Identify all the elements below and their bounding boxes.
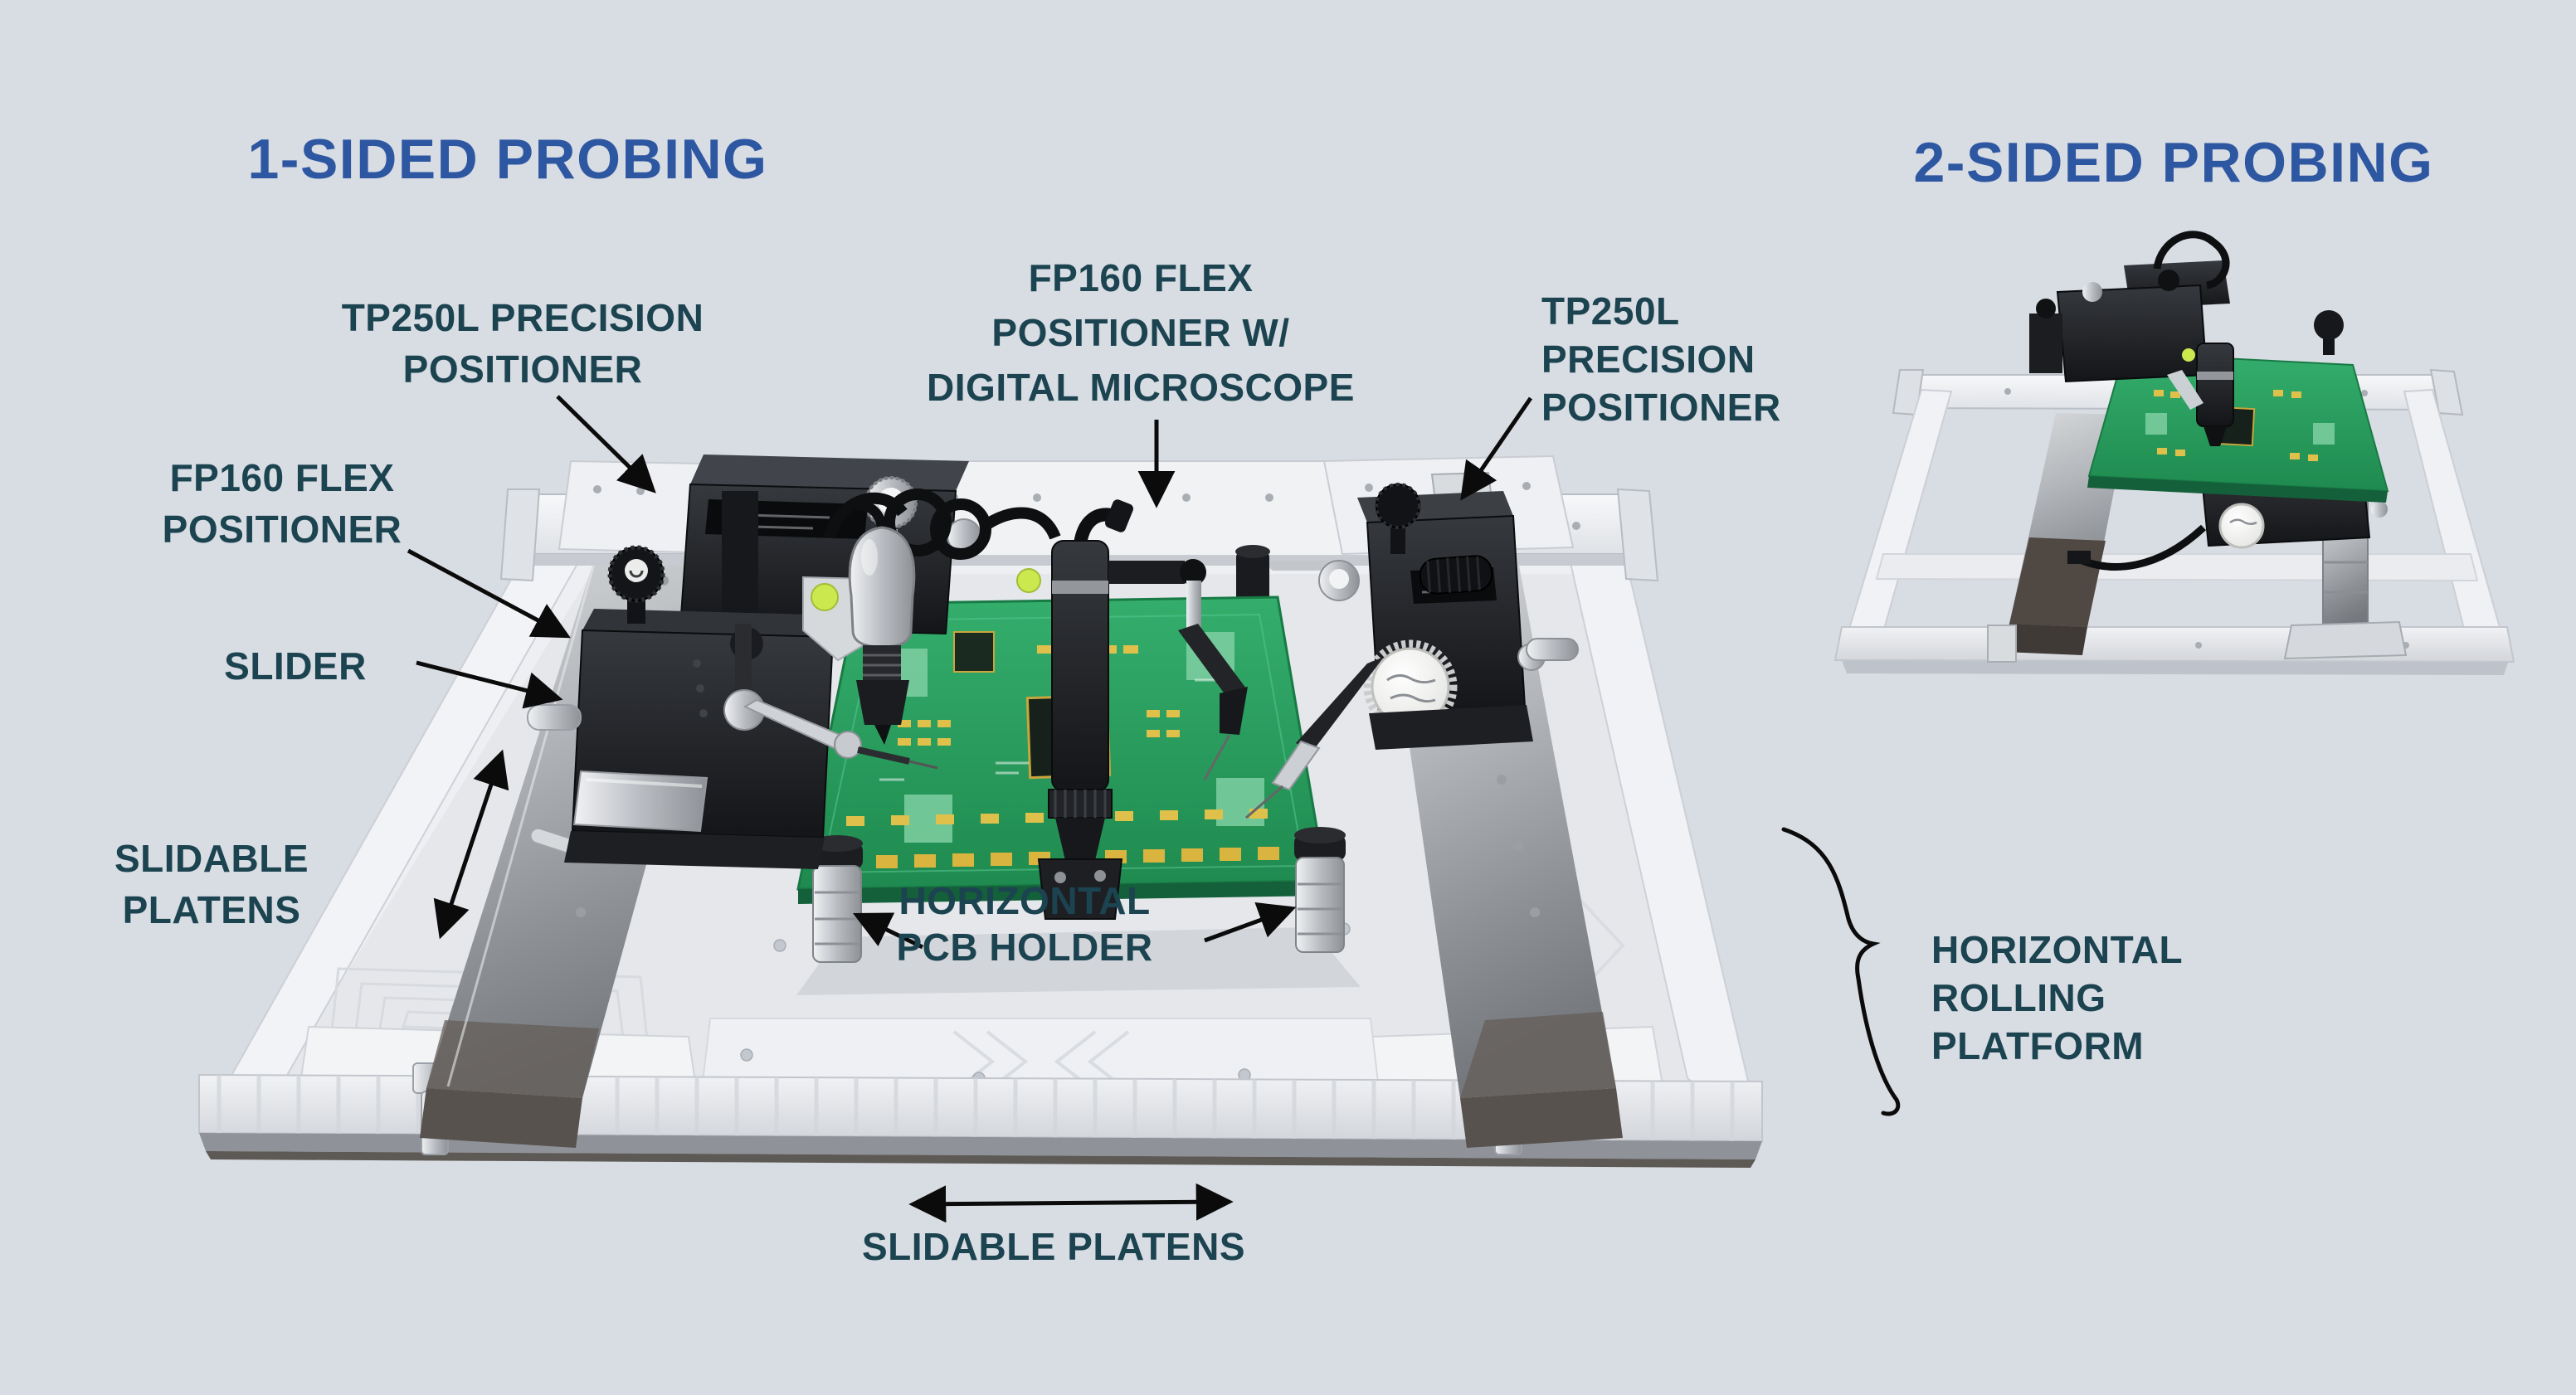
pcb-holder-front-right bbox=[1294, 827, 1346, 953]
label-fp160-left: FP160 FLEX POSITIONER bbox=[162, 456, 402, 551]
lime-sticker bbox=[1016, 568, 1041, 593]
label-slidable-platens-left: SLIDABLE PLATENS bbox=[114, 837, 309, 931]
handheld-digital-microscope bbox=[848, 500, 916, 745]
pcb-shadow bbox=[796, 927, 1361, 995]
thumbscrew bbox=[527, 704, 582, 731]
arrow-fp160-left bbox=[407, 548, 571, 639]
title-two-sided-text: 2-SIDED PROBING bbox=[1913, 131, 2434, 194]
inset-top-positioner bbox=[2029, 231, 2234, 446]
arrow-slidable-platens-bottom bbox=[908, 1183, 1234, 1223]
title-one-sided-probing: 1-SIDED PROBING bbox=[217, 126, 798, 192]
inset-pcb-holder-knob bbox=[2314, 310, 2344, 340]
usb-cable bbox=[2081, 524, 2207, 571]
arrow-pcb-holder-left bbox=[852, 912, 924, 950]
side-shaft bbox=[1526, 638, 1579, 661]
lime-sticker bbox=[811, 583, 839, 611]
lime-sticker bbox=[2182, 348, 2195, 362]
pcb-holder-front-left bbox=[811, 835, 863, 963]
annotation-arrows bbox=[407, 395, 1533, 1223]
label-slider: SLIDER bbox=[224, 644, 367, 688]
inset-cable bbox=[2153, 231, 2230, 289]
articulated-probe-arm bbox=[723, 624, 938, 770]
arrow-tp250l-left bbox=[556, 395, 656, 493]
black-cylinder-knob bbox=[1419, 555, 1493, 595]
right-probe-arm bbox=[1108, 559, 1248, 780]
arrow-slider bbox=[416, 660, 563, 709]
arrow-slidable-platens-left bbox=[433, 749, 509, 940]
inset-pcb bbox=[2087, 310, 2389, 503]
arrow-pcb-holder-right bbox=[1204, 902, 1297, 943]
tp250l-left-positioner bbox=[527, 454, 981, 869]
inset-microscope bbox=[2196, 343, 2234, 427]
center-microscope-assembly bbox=[802, 488, 1248, 920]
label-slidable-platens-bottom: SLIDABLE PLATENS bbox=[861, 1225, 1246, 1268]
label-horizontal-rolling-platform: HORIZONTAL ROLLING PLATFORM bbox=[1931, 928, 2184, 1067]
dino-lite-microscope bbox=[1037, 499, 1133, 920]
two-sided-machine bbox=[1833, 231, 2515, 675]
label-tp250l-right: TP250L PRECISION POSITIONER bbox=[1541, 289, 1781, 429]
probe-arm bbox=[1245, 657, 1384, 819]
label-fp160-center: FP160 FLEX POSITIONER W/ DIGITAL MICROSC… bbox=[927, 256, 1355, 409]
arrow-tp250l-right bbox=[1460, 396, 1533, 501]
title-one-sided-text: 1-SIDED PROBING bbox=[247, 128, 768, 191]
up-knob-black bbox=[607, 545, 665, 624]
label-tp250l-left: TP250L PRECISION POSITIONER bbox=[341, 296, 704, 391]
pcb-silkscreen bbox=[879, 678, 1223, 781]
one-sided-machine bbox=[197, 454, 1764, 1168]
brace-rolling-platform bbox=[1781, 827, 1901, 1116]
label-horizontal-pcb-holder: HORIZONTAL PCB HOLDER bbox=[896, 879, 1153, 969]
title-two-sided-probing: 2-SIDED PROBING bbox=[1883, 129, 2464, 196]
coiled-cable bbox=[824, 488, 1061, 560]
